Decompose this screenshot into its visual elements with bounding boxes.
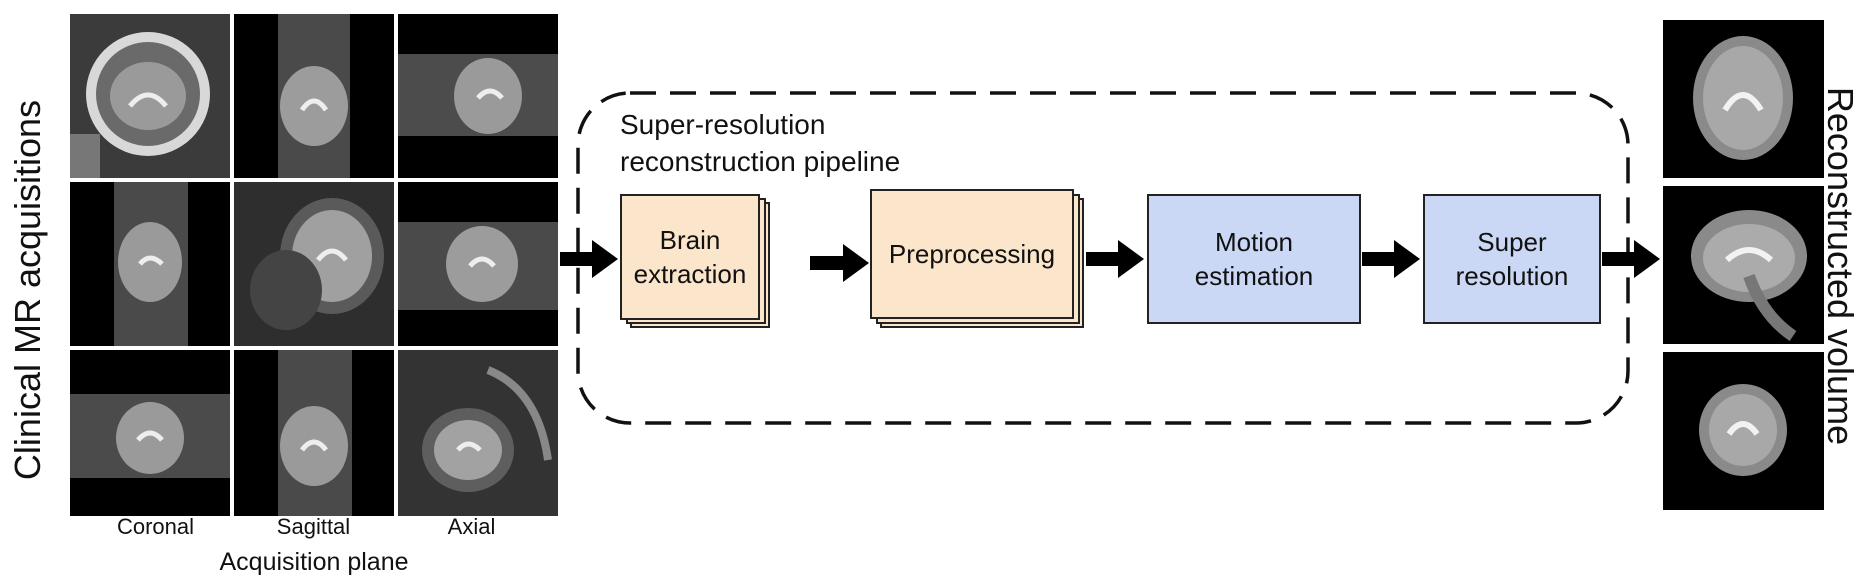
mr-image-sagittal-1 xyxy=(234,14,394,178)
reconstructed-sagittal-image xyxy=(1663,186,1824,344)
step-brain-extraction-label-2: extraction xyxy=(633,259,747,289)
arrow-1 xyxy=(810,244,869,282)
mr-image-coronal-2 xyxy=(70,182,230,346)
mr-image-axial-2 xyxy=(398,182,558,346)
plane-label-sagittal: Sagittal xyxy=(276,514,351,539)
acquisition-plane-title: Acquisition plane xyxy=(219,548,409,576)
step-super-resolution-label-1: Super xyxy=(1477,227,1547,257)
plane-label-coronal: Coronal xyxy=(116,514,195,539)
flow-arrows xyxy=(560,240,1660,282)
arrow-2 xyxy=(1086,240,1144,278)
reconstructed-coronal-image xyxy=(1663,352,1824,510)
arrow-input xyxy=(560,240,618,278)
step-motion-estimation-label-1: Motion xyxy=(1214,227,1294,257)
pipeline-title: Super-resolution reconstruction pipeline xyxy=(620,106,900,180)
step-motion-estimation-label-2: estimation xyxy=(1194,261,1314,291)
mr-image-coronal-1 xyxy=(70,14,230,178)
step-motion-estimation: Motion estimation xyxy=(1147,194,1361,324)
reconstructed-axial-image xyxy=(1663,20,1824,178)
mr-image-axial-3 xyxy=(398,350,558,516)
mr-image-sagittal-3 xyxy=(234,350,394,516)
pipeline-title-line2: reconstruction pipeline xyxy=(620,146,901,177)
pipeline-title-line1: Super-resolution xyxy=(620,109,826,140)
step-super-resolution: Super resolution xyxy=(1423,194,1601,324)
step-brain-extraction-label-1: Brain xyxy=(659,225,721,255)
arrow-output xyxy=(1602,240,1660,278)
mr-image-sagittal-2 xyxy=(234,182,394,346)
mr-image-coronal-3 xyxy=(70,350,230,516)
arrow-3 xyxy=(1362,240,1420,278)
mr-image-axial-1 xyxy=(398,14,558,178)
mr-acquisition-grid xyxy=(70,14,558,516)
step-super-resolution-label-2: resolution xyxy=(1455,261,1569,291)
plane-label-axial: Axial xyxy=(447,514,496,539)
step-preprocessing-label: Preprocessing xyxy=(888,239,1056,269)
